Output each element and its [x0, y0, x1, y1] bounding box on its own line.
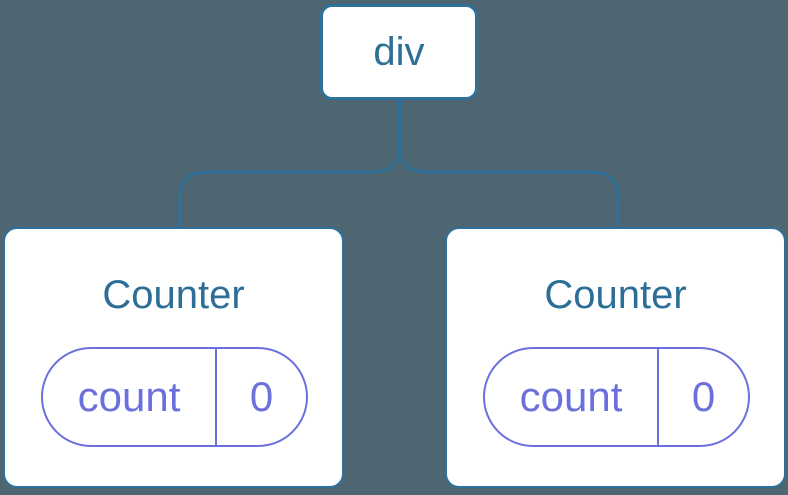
root-node-div: div — [320, 4, 478, 100]
state-pill: count 0 — [483, 347, 750, 447]
component-title: Counter — [544, 273, 687, 317]
connector-branch-left — [178, 144, 401, 228]
state-key: count — [485, 349, 659, 445]
component-title: Counter — [102, 273, 245, 317]
state-value: 0 — [691, 373, 716, 420]
state-key: count — [43, 349, 217, 445]
state-pill: count 0 — [41, 347, 308, 447]
state-value: 0 — [249, 373, 274, 420]
counter-card-right: Counter count 0 — [445, 227, 786, 488]
connector-branch-right — [398, 144, 620, 228]
root-node-label: div — [373, 30, 425, 74]
counter-card-left: Counter count 0 — [3, 227, 344, 488]
